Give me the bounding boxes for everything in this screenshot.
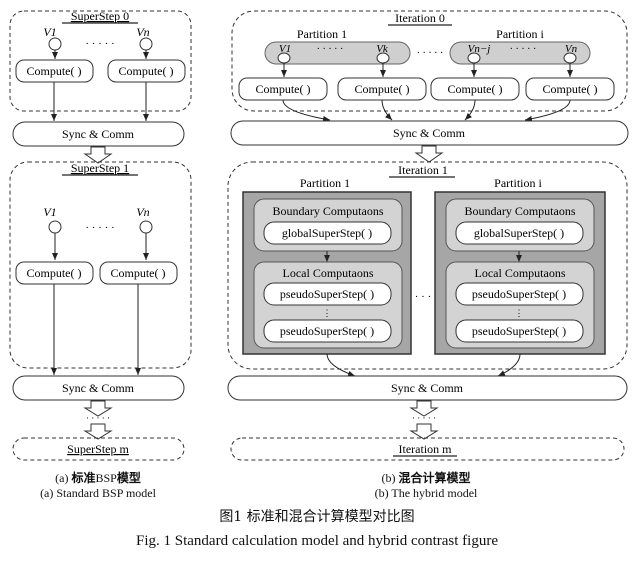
subcaption-a-zh: (a) 标准BSP模型 bbox=[0, 471, 208, 486]
v1-label: V1 bbox=[279, 43, 291, 55]
local-label: Local Computaons bbox=[283, 266, 374, 280]
subcaption-b-bold: 混合计算模型 bbox=[398, 471, 471, 485]
local-label: Local Computaons bbox=[475, 266, 566, 280]
vertex-v1 bbox=[277, 52, 291, 64]
partition1-label: Partition 1 bbox=[300, 176, 350, 190]
vertex-v1 bbox=[48, 220, 62, 234]
hollow-arrow bbox=[414, 145, 444, 163]
iteration1-box bbox=[227, 161, 628, 370]
vn-label: Vn bbox=[565, 43, 578, 55]
continuation-dots: · · · · · bbox=[86, 413, 110, 423]
subcaption-b-zh: (b) 混合计算模型 bbox=[316, 471, 536, 486]
sync-comm-bar bbox=[12, 375, 185, 401]
iteration-m-label: Iteration m bbox=[399, 442, 453, 456]
compute-label: Compute( ) bbox=[355, 82, 410, 96]
sync-comm-label: Sync & Comm bbox=[393, 126, 466, 140]
iteration0-label: Iteration 0 bbox=[395, 11, 445, 25]
sync-comm-label: Sync & Comm bbox=[62, 127, 135, 141]
subcaption-b-en: (b) The hybrid model bbox=[374, 486, 478, 500]
pseudo-superstep-label: pseudoSuperStep( ) bbox=[280, 324, 374, 338]
pseudo-superstep-box bbox=[263, 319, 392, 343]
iteration1-label: Iteration 1 bbox=[398, 163, 448, 177]
figure-caption-zh: 图1 标准和混合计算模型对比图 bbox=[219, 509, 415, 525]
vertex-vnj bbox=[467, 52, 481, 64]
hollow-arrow bbox=[409, 423, 439, 440]
subcaption-b: (b) 混合计算模型 (b) The hybrid model bbox=[316, 471, 536, 501]
figure-caption-en: Fig. 1 Standard calculation model and hy… bbox=[136, 533, 498, 549]
superstep0-box bbox=[9, 10, 192, 112]
pseudo-superstep-box bbox=[455, 319, 584, 343]
compute-label: Compute( ) bbox=[27, 64, 82, 78]
vn-label: Vn bbox=[136, 25, 149, 39]
compute-label: Compute( ) bbox=[111, 266, 166, 280]
sync-comm-label: Sync & Comm bbox=[62, 381, 135, 395]
partition-i-label: Partition i bbox=[496, 27, 544, 41]
hollow-arrow bbox=[409, 400, 439, 417]
subcaption-a: (a) 标准BSP模型 (a) Standard BSP model bbox=[0, 471, 208, 501]
boundary-label: Boundary Computaons bbox=[273, 204, 384, 218]
superstep1-label: SuperStep 1 bbox=[71, 161, 129, 175]
partition-dots: · · · bbox=[415, 291, 432, 303]
sync-comm-bar bbox=[12, 121, 185, 147]
bsp-model: SuperStep 0 V1 · · · · · Vn Compute( ) C… bbox=[9, 9, 192, 461]
vk-label: Vk bbox=[376, 43, 389, 55]
superstep1-box bbox=[9, 161, 192, 369]
pseudo-superstep-box bbox=[263, 282, 392, 306]
partition-dots: · · · · · bbox=[417, 48, 444, 59]
vnj-label: Vn−j bbox=[468, 43, 491, 55]
partition-i-label: Partition i bbox=[494, 176, 542, 190]
sync-comm-bar bbox=[227, 375, 628, 401]
iteration0-box bbox=[231, 10, 628, 112]
hybrid-model: Iteration 0 Partition 1 Partition i V1 ·… bbox=[227, 10, 629, 461]
vertex-v1 bbox=[48, 37, 62, 51]
sync-comm-bar bbox=[230, 120, 629, 146]
partition1-band bbox=[264, 41, 411, 65]
subcaption-a-prefix: (a) bbox=[55, 471, 69, 485]
compute-label: Compute( ) bbox=[256, 82, 311, 96]
vertex-vn bbox=[563, 52, 577, 64]
continuation-dots: · · · · · bbox=[412, 413, 436, 423]
subcaption-a-bold2: 模型 bbox=[116, 471, 141, 485]
partition1-label: Partition 1 bbox=[297, 27, 347, 41]
global-superstep-box bbox=[455, 221, 584, 245]
subcaption-a-bold1: 标准 bbox=[71, 471, 96, 485]
pseudo-superstep-label: pseudoSuperStep( ) bbox=[280, 287, 374, 301]
hollow-arrow bbox=[83, 423, 113, 440]
vertex-dots: · · · · · bbox=[85, 38, 114, 50]
compute-label: Compute( ) bbox=[448, 82, 503, 96]
iteration-m-box bbox=[230, 437, 625, 461]
v1-label: V1 bbox=[43, 25, 56, 39]
subcaption-b-prefix: (b) bbox=[381, 471, 396, 485]
superstep-m-label: SuperStep m bbox=[67, 442, 129, 456]
pseudo-superstep-label: pseudoSuperStep( ) bbox=[472, 287, 566, 301]
vertex-dots: · · · · · bbox=[85, 222, 114, 234]
subcaption-a-en: (a) Standard BSP model bbox=[40, 486, 156, 500]
pseudo-superstep-box bbox=[455, 282, 584, 306]
vertex-vk bbox=[376, 52, 390, 64]
vertical-dots: ⋮ bbox=[323, 308, 332, 318]
subcaption-a-mid: BSP bbox=[95, 471, 117, 485]
hollow-arrow bbox=[83, 400, 113, 417]
global-superstep-box bbox=[263, 221, 392, 245]
compute-label: Compute( ) bbox=[27, 266, 82, 280]
compute-label: Compute( ) bbox=[543, 82, 598, 96]
hollow-arrow bbox=[83, 146, 113, 164]
vertical-dots: ⋮ bbox=[515, 308, 524, 318]
compute-label: Compute( ) bbox=[119, 64, 174, 78]
boundary-label: Boundary Computaons bbox=[465, 204, 576, 218]
global-superstep-label: globalSuperStep( ) bbox=[474, 226, 564, 240]
global-superstep-label: globalSuperStep( ) bbox=[282, 226, 372, 240]
pseudo-superstep-label: pseudoSuperStep( ) bbox=[472, 324, 566, 338]
v1-label: V1 bbox=[43, 205, 56, 219]
vertex-vn bbox=[139, 37, 153, 51]
superstep0-label: SuperStep 0 bbox=[71, 9, 129, 23]
sync-comm-label: Sync & Comm bbox=[391, 381, 464, 395]
vn-label: Vn bbox=[136, 205, 149, 219]
vertex-dots: · · · · · bbox=[510, 44, 537, 55]
vertex-vn bbox=[139, 220, 153, 234]
partition-i-band bbox=[449, 41, 591, 65]
vertex-dots: · · · · · bbox=[317, 44, 344, 55]
